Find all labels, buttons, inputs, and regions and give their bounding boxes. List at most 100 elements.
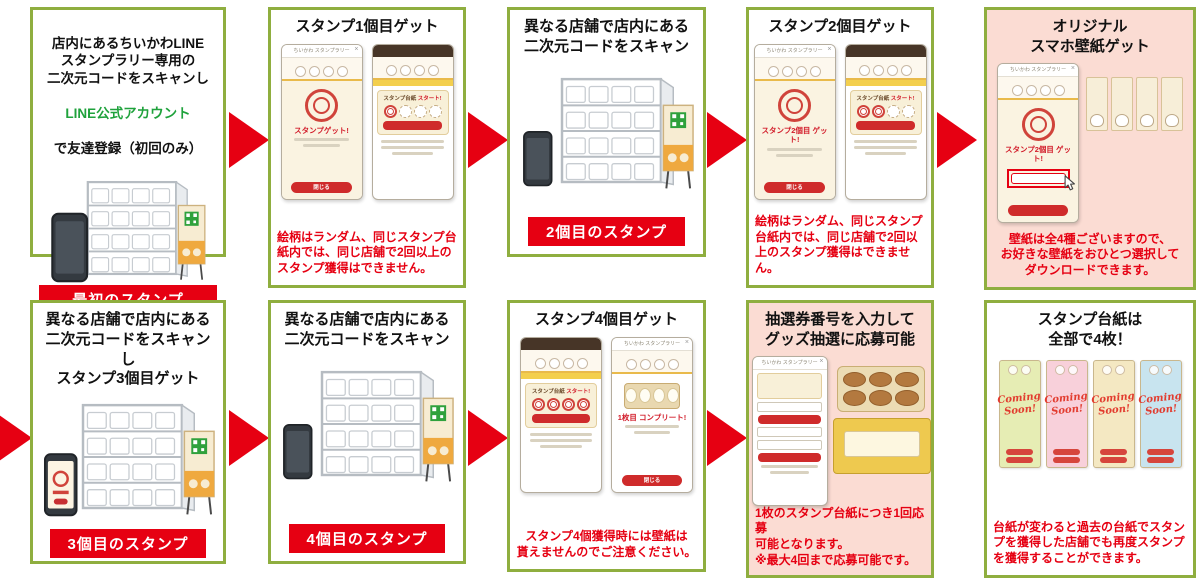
step10-title: スタンプ台紙は 全部で4枚！: [1037, 311, 1143, 348]
close-icon: ×: [827, 45, 832, 53]
goods-box-image: [832, 417, 931, 474]
step6-title: 異なる店舗で店内にある 二次元コードをスキャンし スタンプ3個目ゲット: [45, 311, 211, 388]
stamp-card-start-label: スタート!: [417, 95, 442, 102]
phone-titlebar: ちいかわ スタンプラリー×: [754, 44, 835, 58]
step9-title: 抽選券番号を入力して グッズ抽選に応募可能: [764, 311, 915, 348]
store-scan-illustration: [43, 404, 216, 517]
step1-line-account-text: LINE公式アカウント: [65, 105, 191, 121]
wallpaper-thumbnail: [1086, 76, 1108, 131]
app-screenshots: ちいかわ スタンプラリー × スタンプゲット! 閉じる スタンプ台紙 スタート!: [280, 43, 454, 200]
stamp-card-title: スタンプ台紙: [383, 95, 417, 102]
panel-stamp3-scan: 異なる店舗で店内にある 二次元コードをスキャンし スタンプ3個目ゲット 3個目の…: [30, 300, 226, 564]
phone-titlebar: [372, 44, 453, 57]
character-banner: [845, 56, 926, 80]
phone-titlebar: ちいかわ スタンプラリー×: [998, 63, 1078, 77]
phone-titlebar: ちいかわ スタンプラリー×: [612, 337, 692, 351]
entry-input-field: [756, 439, 823, 450]
phone-complete-popup: ちいかわ スタンプラリー× 1枚目 コンプリート! 閉じる: [611, 336, 693, 493]
popup-body: スタンプ2個目 ゲット!: [998, 99, 1078, 222]
panel-wallpaper-get: オリジナル スマホ壁紙ゲット ちいかわ スタンプラリー× スタンプ2個目 ゲット…: [984, 7, 1196, 290]
character-banner: [281, 57, 362, 81]
phone-wallpaper-popup: ちいかわ スタンプラリー× スタンプ2個目 ゲット!: [997, 62, 1079, 223]
stamp-seal-icon: [778, 88, 811, 122]
store-scan-illustration: [283, 370, 455, 482]
phone-entry-form: ちいかわ スタンプラリー×: [751, 355, 828, 506]
phone-titlebar: ちいかわ スタンプラリー×: [752, 356, 827, 370]
step5-note: 壁紙は全4種ございますので、 お好きな壁紙をおひとつ選択して ダウンロードできま…: [1000, 231, 1180, 278]
close-button: 閉じる: [291, 181, 352, 193]
phone-titlebar: [845, 44, 926, 57]
phone-titlebar-text: ちいかわ スタンプラリー: [293, 48, 350, 55]
wallpaper-thumbnail: [1136, 76, 1158, 131]
phone-titlebar-text: ちいかわ スタンプラリー: [623, 341, 681, 348]
close-icon: ×: [354, 45, 359, 53]
step1-instructions: 店内にあるちいかわLINE スタンプラリー専用の 二次元コードをスキャンし LI…: [47, 17, 209, 175]
flow-arrow-icon: [229, 112, 269, 168]
step7-title: 異なる店舗で店内にある 二次元コードをスキャン: [284, 311, 450, 348]
panel-step1-register: 店内にあるちいかわLINE スタンプラリー専用の 二次元コードをスキャンし LI…: [30, 7, 226, 314]
smartphone-icon: [51, 212, 89, 283]
entry-submit-button: [757, 452, 822, 462]
third-stamp-badge: 3個目のスタンプ: [49, 529, 207, 559]
phone-stamp-card: スタンプ台紙 スタート!: [844, 43, 927, 200]
card-action-button: [856, 120, 915, 130]
qr-standee-icon: [422, 396, 455, 482]
step1-text-before: 店内にあるちいかわLINE スタンプラリー専用の 二次元コードをスキャンし: [47, 35, 209, 86]
progress-bar: [845, 79, 926, 86]
progress-bar: [372, 79, 453, 86]
flow-arrow-icon: [707, 112, 747, 168]
close-icon: ×: [819, 357, 824, 365]
step10-note: 台紙が変わると過去の台紙でスタンプを獲得した店舗でも再度スタンプを獲得することが…: [993, 519, 1186, 566]
phone-stamp-card: スタンプ台紙 スタート!: [371, 43, 454, 200]
popup-bottom-button: [1007, 204, 1069, 216]
app-screenshots: ちいかわ スタンプラリー× スタンプ2個目 ゲット! 閉じる スタンプ台紙 スタ…: [753, 43, 927, 200]
popup-body: 1枚目 コンプリート! 閉じる: [612, 373, 692, 492]
store-shelf-icon: [86, 180, 189, 278]
entry-input-field: [756, 426, 823, 437]
coming-soon-label: Coming Soon!: [1090, 390, 1135, 417]
goods-photo: [832, 364, 931, 486]
store-scan-illustration: [51, 180, 206, 283]
close-button: 閉じる: [621, 474, 683, 486]
coming-soon-label: Coming Soon!: [1043, 390, 1088, 417]
phone-titlebar-text: ちいかわ スタンプラリー: [761, 360, 818, 367]
stamp-card-thumbnail: Coming Soon!: [1090, 359, 1135, 468]
stamp-card: スタンプ台紙 スタート!: [376, 89, 449, 135]
stamp-card-start-label: スタート!: [890, 95, 915, 102]
panel-stamp4-get: スタンプ4個目ゲット スタンプ台紙 スタート! ちいかわ スタンプラリー× 1枚…: [507, 300, 706, 572]
phone-stamp-get-popup: ちいかわ スタンプラリー × スタンプゲット! 閉じる: [280, 43, 363, 200]
step8-title: スタンプ4個目ゲット: [535, 311, 678, 328]
panel-four-cards-info: スタンプ台紙は 全部で4枚！ Coming Soon! Coming Soon!…: [984, 300, 1196, 578]
store-shelf-icon: [81, 404, 196, 512]
character-banner: [612, 350, 692, 374]
flow-arrow-icon: [229, 410, 269, 466]
second-stamp-badge: 2個目のスタンプ: [528, 217, 685, 246]
phone-stamp-card: スタンプ台紙 スタート!: [520, 336, 602, 493]
card-action-button: [383, 120, 442, 130]
stamp-get-message: スタンプ2個目 ゲット!: [1004, 144, 1072, 163]
stamp-slots: [383, 104, 442, 118]
step2-title: スタンプ1個目ゲット: [295, 18, 439, 35]
wallpaper-thumbnails: [1086, 76, 1183, 131]
entry-input-field: [756, 401, 823, 412]
flow-arrow-icon: [0, 410, 32, 466]
character-banner: [521, 349, 601, 373]
phone-titlebar: [521, 337, 601, 350]
panel-stamp4-scan: 異なる店舗で店内にある 二次元コードをスキャン 4個目のスタンプ: [268, 300, 466, 564]
character-banner: [998, 76, 1078, 100]
lottery-content: ちいかわ スタンプラリー×: [751, 355, 931, 506]
stamp-slots: [532, 397, 590, 411]
phone-titlebar: ちいかわ スタンプラリー ×: [281, 44, 362, 58]
qr-standee-icon: [177, 204, 206, 281]
panel-lottery-entry: 抽選券番号を入力して グッズ抽選に応募可能 ちいかわ スタンプラリー× 1枚のス…: [746, 300, 934, 578]
stamp-seal-icon: [1021, 107, 1055, 141]
step5-title: オリジナル スマホ壁紙ゲット: [1030, 18, 1150, 55]
popup-body: スタンプゲット! 閉じる: [281, 80, 362, 199]
wallpaper-content: ちいかわ スタンプラリー× スタンプ2個目 ゲット!: [997, 62, 1183, 223]
store-scan-illustration: [522, 77, 694, 189]
entry-card-preview: [756, 372, 823, 399]
character-banner: [754, 57, 835, 81]
hand-cursor-icon: [1064, 174, 1076, 191]
egg-carton-stamp-card-image: [624, 382, 680, 409]
store-shelf-icon: [320, 370, 435, 479]
